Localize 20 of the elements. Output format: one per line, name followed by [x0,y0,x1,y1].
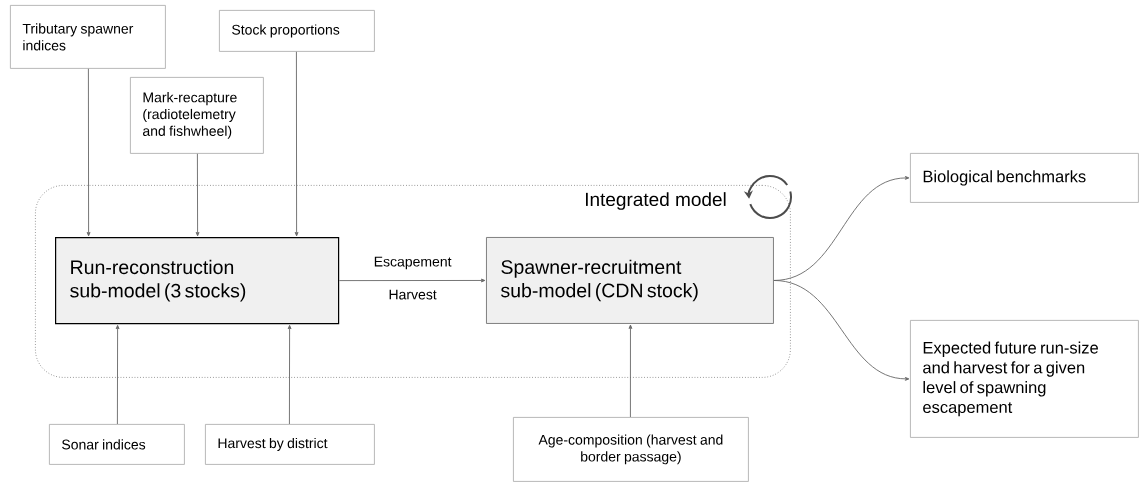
input-box: Harvest by district [205,424,375,465]
arrow [86,68,91,237]
arrow [628,324,633,418]
arrow [287,324,292,425]
input-box: Age-composition (harvest and border passage) [513,417,749,482]
arrow [294,51,299,237]
process-box: Spawner-recruitment sub-model (CDN stock) [486,237,774,324]
input-box: Sonar indices [49,424,185,465]
flow-label: Harvest [389,289,437,300]
arrow [338,278,486,283]
arrow [773,280,910,381]
input-box: Tributary spawner indices [10,5,166,69]
output-box: Biological benchmarks [910,153,1139,203]
input-box: Stock proportions [219,10,375,52]
arrow [115,324,120,425]
input-box: Mark-recapture (radiotelemetry and fishwheel) [130,77,264,154]
edge-label: Escapement [374,256,452,270]
arrow [195,153,200,237]
output-box: Expected future run-size and harvest for a given level of spawning escapement [910,320,1139,438]
process-box: Run-reconstruction sub-model (3 stocks) [55,237,340,325]
